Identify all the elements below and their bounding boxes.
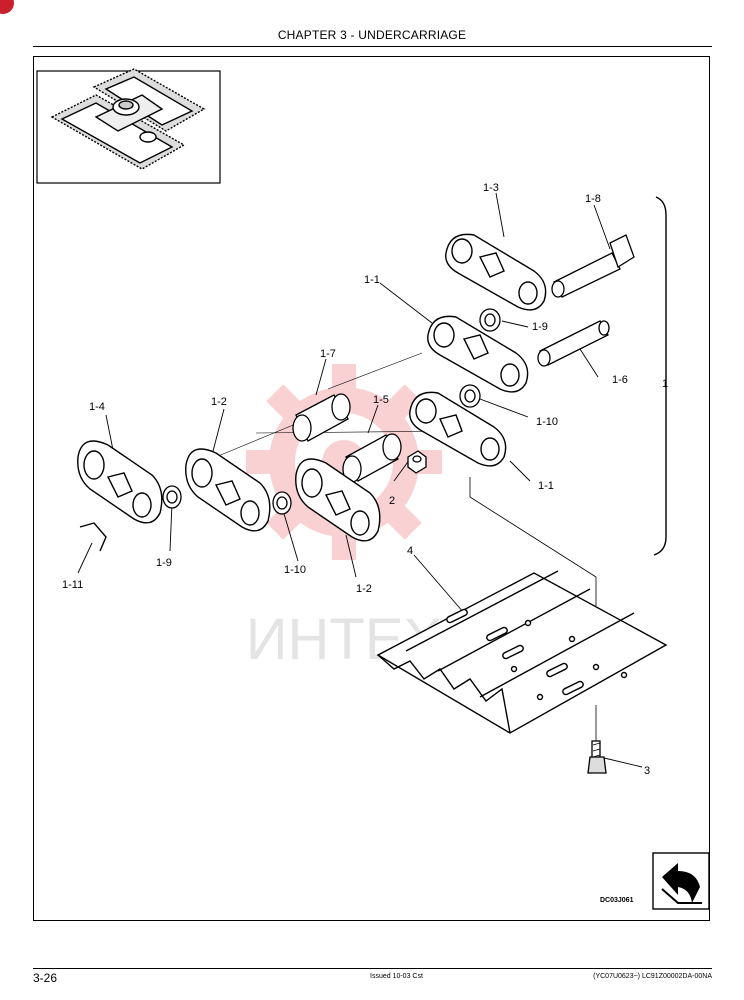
callout-1-2-right: 1-2 — [356, 583, 372, 595]
callout-1-2-left: 1-2 — [211, 396, 227, 408]
callout-1-7: 1-7 — [320, 348, 336, 360]
exploded-view-drawing: ИНТЕХ — [36, 68, 710, 910]
callout-1-1-lower: 1-1 — [538, 480, 554, 492]
pin-1-6 — [537, 320, 610, 367]
link-1-4 — [77, 440, 163, 524]
figure-code: DC03J061 — [600, 897, 634, 904]
link-1-2-right — [295, 458, 381, 542]
curved-arrow-icon — [652, 852, 710, 910]
callout-1-1-upper: 1-1 — [364, 274, 380, 286]
callout-1-10-lower: 1-10 — [284, 564, 306, 576]
inset-thumbnail — [36, 68, 221, 184]
seal-1-10-upper — [459, 384, 481, 408]
callout-1-9-upper: 1-9 — [532, 321, 548, 333]
seal-1-9-lower — [162, 485, 182, 509]
callout-1-8: 1-8 — [585, 193, 601, 205]
header-rule — [33, 46, 712, 47]
clip-1-11 — [79, 522, 107, 552]
bushing-1-7 — [292, 393, 351, 442]
leader-lines — [77, 192, 643, 768]
pin-1-8 — [551, 234, 635, 298]
callout-1-5: 1-5 — [373, 394, 389, 406]
group-bracket — [653, 196, 667, 556]
callout-1-group: 1 — [662, 378, 668, 390]
callout-2: 2 — [389, 495, 395, 507]
page-number: 3-26 — [33, 971, 58, 985]
link-1-2-left — [185, 448, 271, 532]
figure-frame: ИНТЕХ — [33, 56, 710, 921]
seal-1-9-upper — [479, 308, 501, 332]
corner-badge — [0, 0, 14, 14]
bolt-3 — [587, 740, 607, 774]
footer-rule — [33, 968, 712, 969]
callout-1-11: 1-11 — [62, 579, 83, 591]
callout-4: 4 — [407, 545, 413, 557]
callout-1-9-lower: 1-9 — [156, 557, 172, 569]
link-1-3 — [445, 233, 547, 311]
link-1-1-upper — [427, 315, 529, 393]
track-shoe-4 — [376, 570, 668, 734]
callout-1-6: 1-6 — [612, 374, 628, 386]
issued-label: Issued 10-03 Cst — [370, 973, 423, 980]
nut-2 — [407, 450, 427, 474]
callout-1-4: 1-4 — [89, 401, 105, 413]
seals — [162, 308, 501, 515]
callout-1-10-upper: 1-10 — [536, 416, 558, 428]
seal-1-10-lower — [272, 491, 292, 515]
link-1-1-lower — [409, 391, 507, 467]
callout-3: 3 — [644, 765, 650, 777]
bushing-1-5 — [342, 433, 402, 483]
page-header: CHAPTER 3 - UNDERCARRIAGE — [277, 28, 467, 42]
document-reference: (YC07U0623~) LC91Z00002DA-00NA — [593, 973, 712, 980]
callout-1-3: 1-3 — [483, 182, 499, 194]
